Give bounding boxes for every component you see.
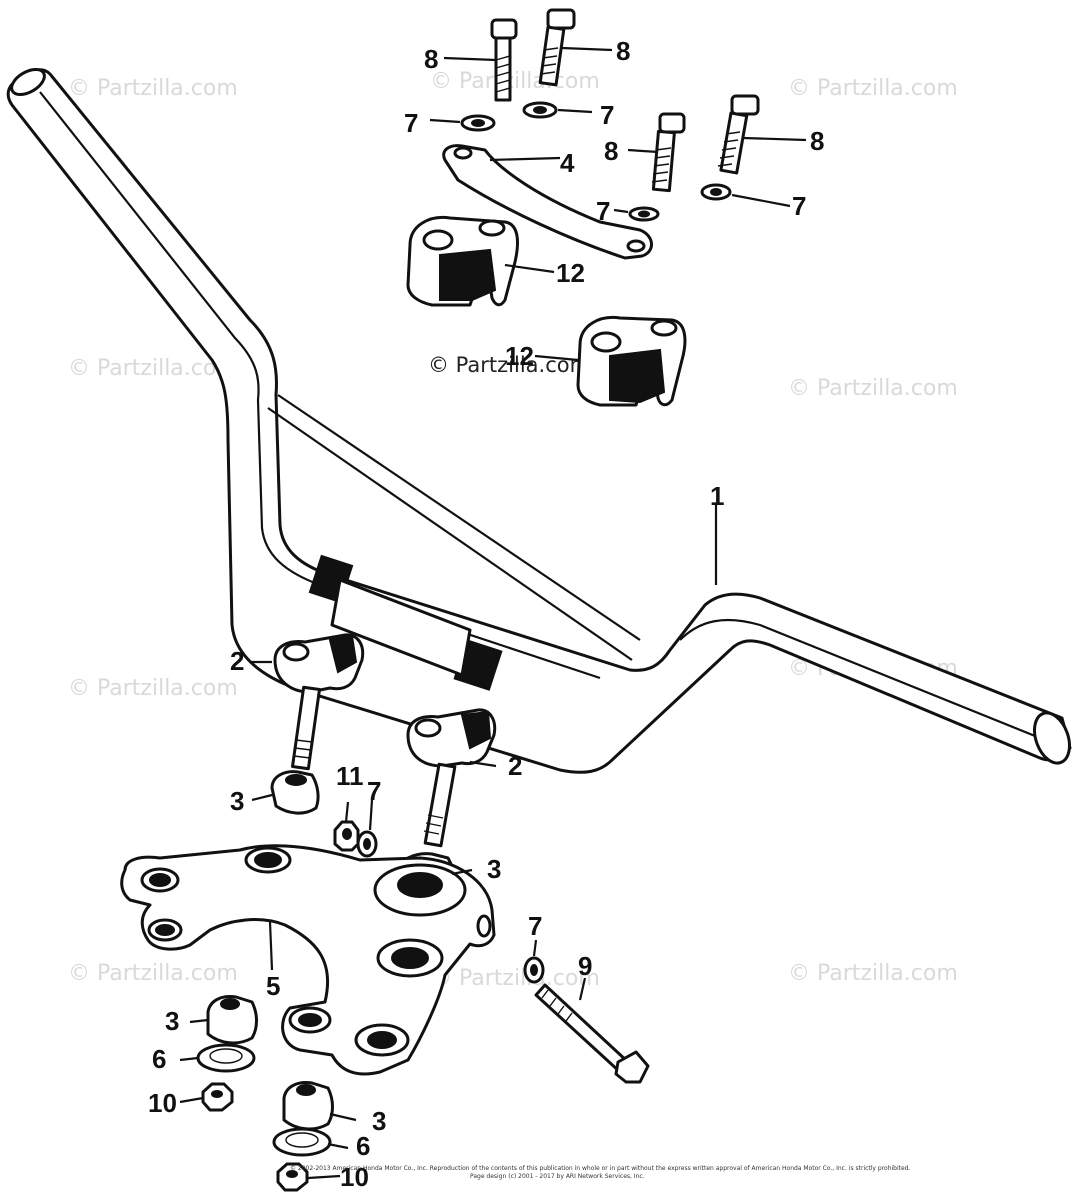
callout-10a: 10	[148, 1088, 177, 1118]
callout-6b: 6	[356, 1131, 370, 1161]
nut-part-10a	[201, 1082, 234, 1112]
callout-8c: 8	[604, 136, 618, 166]
callout-12a: 12	[556, 258, 585, 288]
watermark-top-center: © Partzilla.com	[430, 69, 600, 94]
callout-9: 9	[578, 951, 592, 981]
copyright-line-2: Page design (c) 2001 - 2017 by ARI Netwo…	[470, 1173, 645, 1180]
handlebar-part-1	[6, 68, 1072, 774]
bolt-part-8a	[490, 18, 518, 102]
callout-6a: 6	[152, 1044, 166, 1074]
plate-part-4	[442, 144, 653, 260]
watermark-center-strong: © Partzilla.com	[428, 353, 590, 377]
copyright-notice: © 2002-2013 American Honda Motor Co., In…	[290, 1165, 910, 1180]
washers-part-7	[356, 101, 732, 984]
cushion-part-3a	[270, 770, 320, 815]
callout-2b: 2	[508, 751, 522, 781]
copyright-line-1: © 2002-2013 American Honda Motor Co., In…	[290, 1165, 910, 1172]
callout-7a: 7	[404, 108, 418, 138]
callout-3c: 3	[165, 1006, 179, 1036]
watermark-bottom-left: © Partzilla.com	[68, 961, 238, 986]
watermark-mid-left: © Partzilla.com	[68, 356, 238, 381]
cushion-part-3c	[206, 995, 258, 1045]
bolt-part-8c	[651, 112, 686, 193]
lower-holder-part-2b	[406, 708, 497, 848]
watermark-top-left: © Partzilla.com	[68, 76, 238, 101]
callout-3a: 3	[230, 786, 244, 816]
callout-4: 4	[560, 148, 575, 178]
callout-7f: 7	[367, 776, 381, 806]
lower-holder-part-2a	[273, 633, 365, 771]
bolt-part-8d	[717, 94, 760, 175]
watermark-bottom-center: © Partzilla.com	[430, 966, 600, 991]
top-bridge-part-5	[120, 844, 496, 1076]
callout-8b: 8	[616, 36, 630, 66]
watermark-lower-left: © Partzilla.com	[68, 676, 238, 701]
callout-7e: 7	[528, 911, 542, 941]
callouts: 1 2 2 3 3 3 3 4 5 6 6 7 7 7 7 7 7 8 8 8 …	[148, 36, 824, 1192]
callout-11: 11	[336, 761, 364, 791]
cushion-part-3d	[282, 1081, 334, 1131]
callout-12b: 12	[505, 341, 534, 371]
nut-part-10b	[276, 1162, 309, 1192]
washer-part-6b	[272, 1127, 332, 1157]
watermark-mid-right: © Partzilla.com	[788, 376, 958, 401]
callout-1: 1	[710, 481, 724, 511]
callout-2a: 2	[230, 646, 244, 676]
bolt-part-9	[534, 983, 650, 1084]
callout-8a: 8	[424, 44, 438, 74]
watermark-bottom-right: © Partzilla.com	[788, 961, 958, 986]
callout-7d: 7	[792, 191, 806, 221]
upper-holder-part-12a	[406, 215, 519, 307]
washer-part-6a	[196, 1043, 256, 1073]
bolt-part-8b	[538, 8, 576, 87]
callout-7b: 7	[600, 100, 614, 130]
leader-lines	[179, 46, 807, 1180]
callout-3b: 3	[487, 854, 501, 884]
nut-part-11	[333, 820, 360, 852]
callout-7c: 7	[596, 196, 610, 226]
callout-3d: 3	[372, 1106, 386, 1136]
callout-8d: 8	[810, 126, 824, 156]
callout-5: 5	[266, 971, 280, 1001]
watermark-top-right: © Partzilla.com	[788, 76, 958, 101]
upper-holder-part-12b	[576, 315, 687, 407]
callout-10b: 10	[340, 1162, 369, 1192]
